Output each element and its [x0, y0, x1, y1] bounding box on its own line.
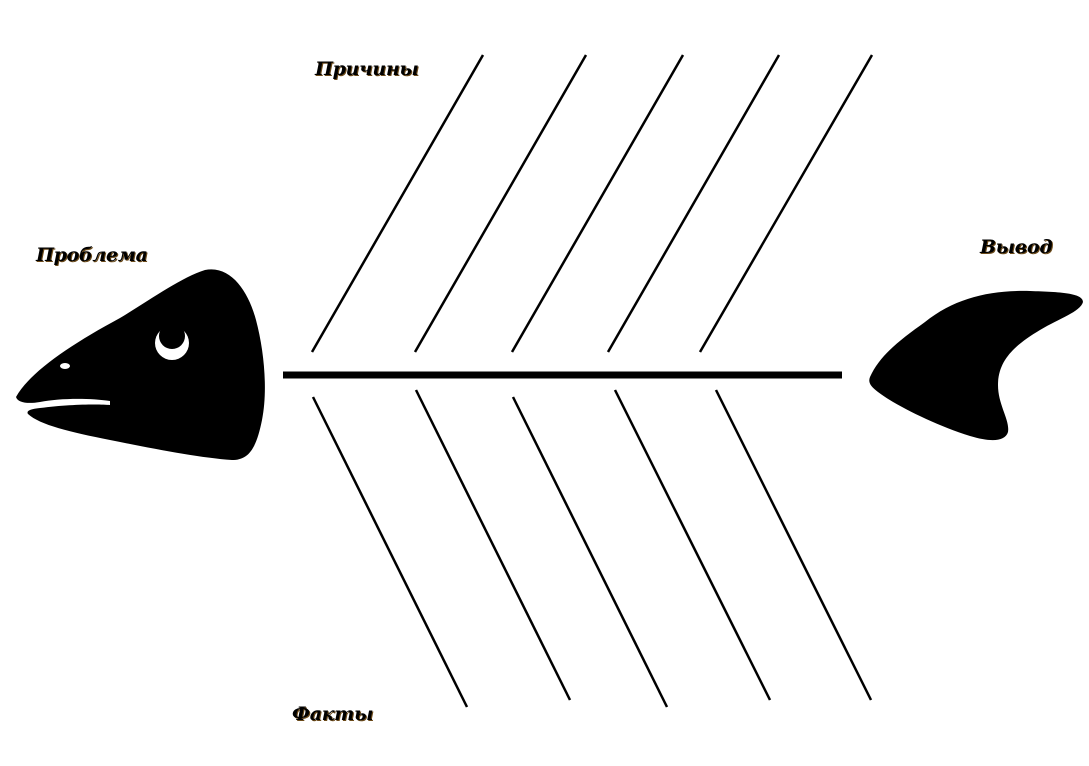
- fact-bone-2: [414, 389, 572, 701]
- fact-bone-3: [511, 396, 669, 708]
- cause-bone-1: [310, 54, 485, 353]
- cause-bone-4: [606, 54, 781, 353]
- eye-icon: [155, 323, 189, 360]
- problem-label: Проблема: [36, 244, 148, 266]
- cause-bone-3: [510, 54, 685, 353]
- fact-bone-5: [714, 389, 873, 701]
- conclusion-label: Вывод: [980, 236, 1053, 258]
- fish-tail-icon: [869, 290, 1083, 441]
- lower-bones: [311, 389, 873, 708]
- nostril-icon: [60, 363, 70, 369]
- cause-bone-5: [698, 54, 874, 353]
- causes-label: Причины: [315, 58, 419, 80]
- upper-bones: [310, 54, 874, 353]
- cause-bone-2: [413, 54, 588, 353]
- fact-bone-4: [613, 389, 772, 701]
- fact-bone-1: [311, 396, 469, 708]
- facts-label: Факты: [292, 703, 374, 725]
- fish-head-icon: [16, 269, 265, 460]
